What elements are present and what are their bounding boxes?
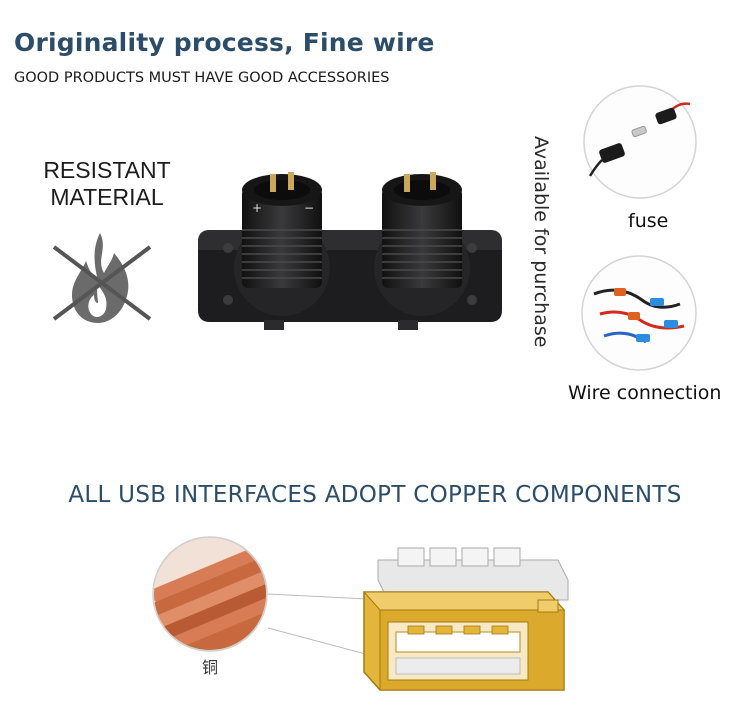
resistant-material-label: RESISTANT MATERIAL [32, 157, 182, 211]
svg-text:−: − [304, 201, 314, 215]
svg-text:+: + [252, 201, 262, 215]
page-subtitle: GOOD PRODUCTS MUST HAVE GOOD ACCESSORIES [14, 70, 390, 86]
copper-sheets-icon [152, 536, 268, 652]
usb-connector-image [267, 547, 569, 691]
page-title: Originality process, Fine wire [14, 28, 435, 57]
usb-heading: ALL USB INTERFACES ADOPT COPPER COMPONEN… [68, 482, 682, 508]
copper-label: 铜 [202, 658, 219, 677]
wire-connection-caption: Wire connection [568, 382, 722, 404]
resistant-line-1: RESISTANT [43, 157, 171, 183]
available-for-purchase-note: Available for purchase [530, 136, 552, 348]
fuse-caption: fuse [628, 210, 669, 232]
resistant-line-2: MATERIAL [50, 184, 164, 210]
dual-socket-panel-image: + − [198, 172, 502, 330]
wire-connector-icon [581, 255, 697, 371]
no-fire-icon [52, 233, 152, 323]
fuse-icon [583, 85, 697, 199]
